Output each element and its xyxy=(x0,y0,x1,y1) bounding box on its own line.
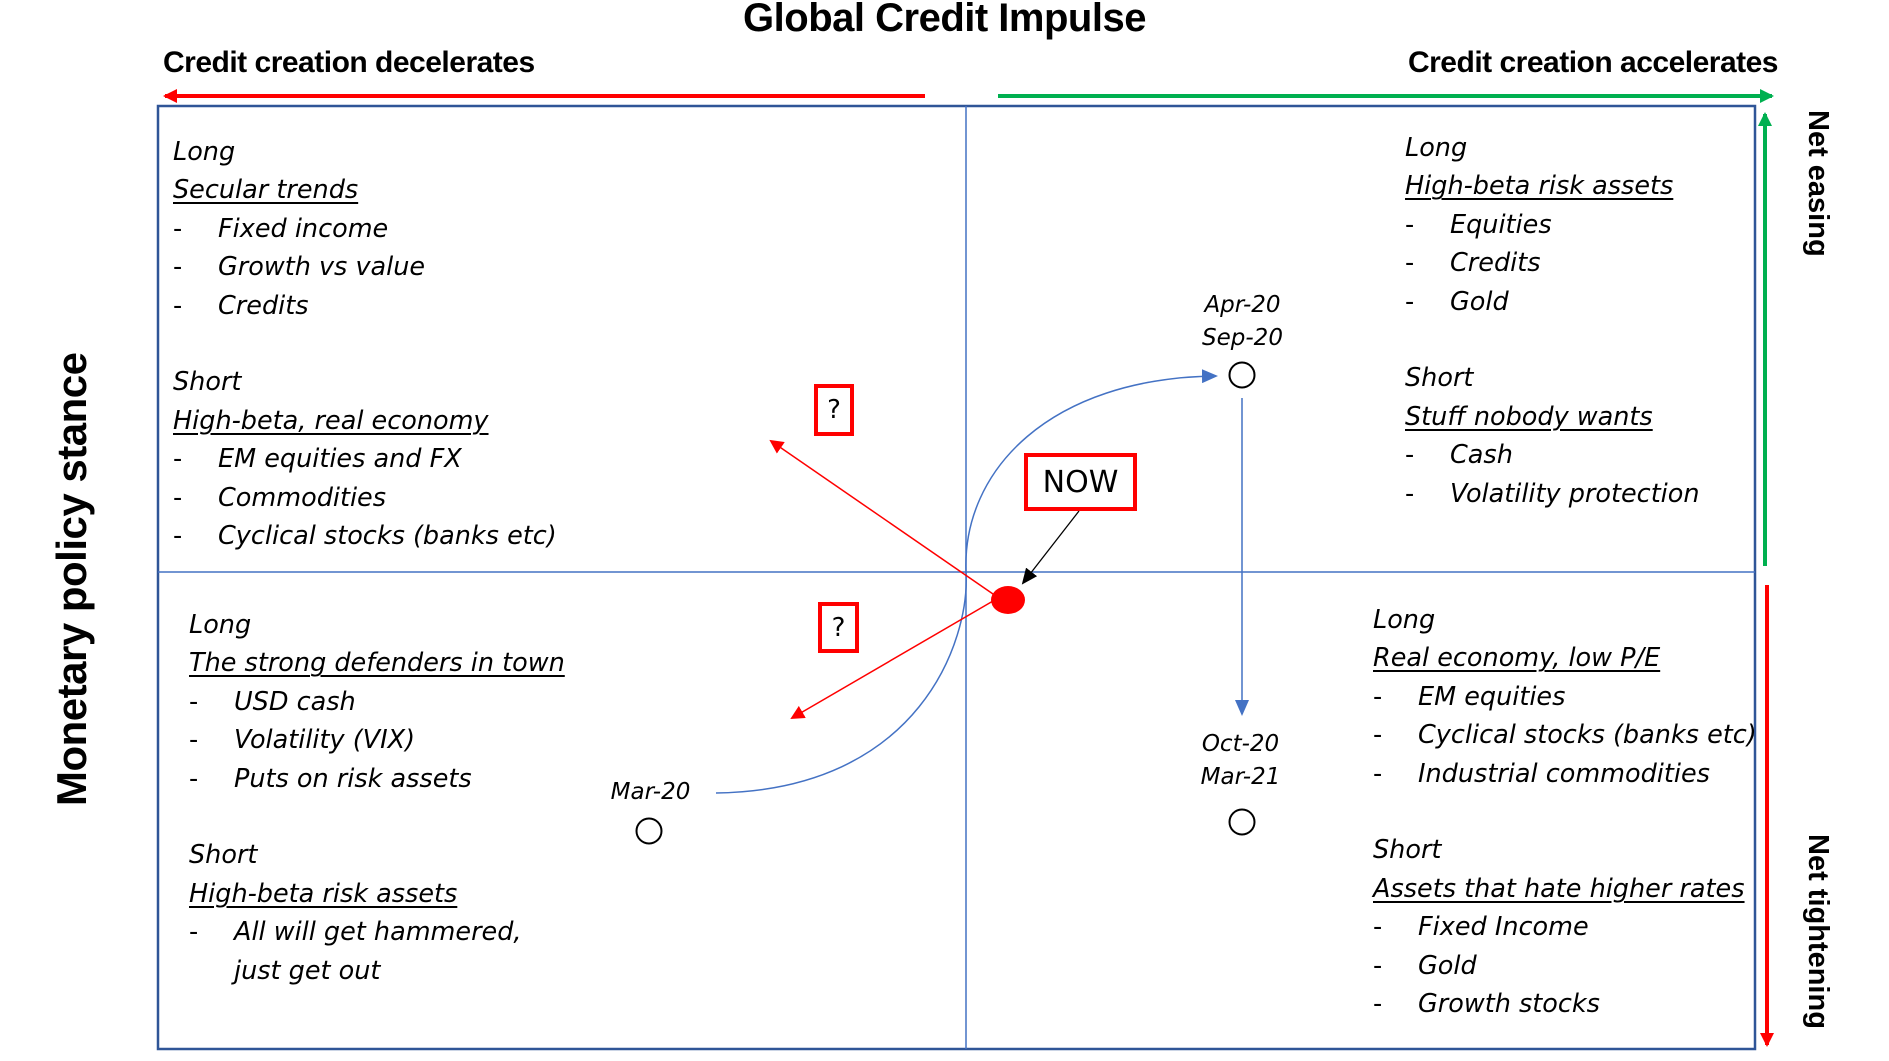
long-theme: The strong defenders in town xyxy=(189,648,565,679)
short-theme: High-beta risk assets xyxy=(189,878,458,909)
list-item: -USD cash xyxy=(189,686,356,717)
question-lower-label: ? xyxy=(831,612,846,643)
marker-oct20-mar21-circle xyxy=(1228,808,1256,836)
label-mar21: Mar-21 xyxy=(1200,764,1281,790)
list-item: -Industrial commodities xyxy=(1373,758,1710,789)
path-arc-arrow xyxy=(715,369,1218,794)
long-theme: Real economy, low P/E xyxy=(1373,643,1661,674)
long-heading: Long xyxy=(1405,133,1468,163)
question-callout-upper: ? xyxy=(814,384,854,436)
now-callout-label: NOW xyxy=(1042,464,1119,500)
diagram-title: Global Credit Impulse xyxy=(743,0,1146,40)
question-upper-label: ? xyxy=(827,395,841,425)
question-callout-lower: ? xyxy=(818,602,859,653)
marker-apr-sep20-circle xyxy=(1228,361,1256,389)
long-heading: Long xyxy=(173,137,236,167)
list-item: -All will get hammered, xyxy=(189,917,522,948)
now-pointer-arrow xyxy=(1021,510,1080,585)
label-apr20: Apr-20 xyxy=(1204,292,1281,318)
scenario-arrow-upper xyxy=(769,439,994,595)
marker-mar20-circle xyxy=(635,817,663,845)
short-theme: Stuff nobody wants xyxy=(1405,401,1653,432)
long-heading: Long xyxy=(189,610,252,640)
list-item: -Credits xyxy=(173,290,309,321)
list-item: -Fixed income xyxy=(173,213,389,244)
list-item-continuation: just get out xyxy=(234,955,381,986)
list-item: -Gold xyxy=(1373,950,1477,981)
list-item: -Volatility protection xyxy=(1405,478,1700,509)
now-marker-dot xyxy=(991,586,1025,614)
list-item: -EM equities and FX xyxy=(173,444,462,475)
list-item: -Cash xyxy=(1405,440,1513,471)
now-callout-box: NOW xyxy=(1024,453,1137,511)
list-item: -Volatility (VIX) xyxy=(189,725,416,756)
quadrant-top-right: Long High-beta risk assets -Equities -Cr… xyxy=(1405,129,1700,513)
list-item: -Commodities xyxy=(173,482,387,513)
list-item: -Gold xyxy=(1405,286,1509,317)
quadrant-bottom-left: Long The strong defenders in town -USD c… xyxy=(189,606,565,990)
list-item: -Credits xyxy=(1405,248,1541,279)
short-heading: Short xyxy=(1373,835,1442,866)
label-sep20: Sep-20 xyxy=(1202,325,1283,351)
label-oct20: Oct-20 xyxy=(1201,731,1280,757)
quadrant-frame xyxy=(156,104,1757,1051)
x-axis-right-label: Credit creation accelerates xyxy=(1407,46,1779,79)
short-theme: High-beta, real economy xyxy=(173,405,489,436)
long-theme: Secular trends xyxy=(173,175,359,206)
list-item: -EM equities xyxy=(1373,681,1566,712)
list-item: -Equities xyxy=(1405,209,1552,240)
long-heading: Long xyxy=(1373,605,1436,635)
quadrant-top-left: Long Secular trends -Fixed income -Growt… xyxy=(173,133,557,555)
short-theme: Assets that hate higher rates xyxy=(1373,873,1745,904)
marker-oct20-mar21-labels: Oct-20 Mar-21 xyxy=(1193,728,1288,794)
list-item: -Growth vs value xyxy=(173,252,426,283)
list-item: -Cyclical stocks (banks etc) xyxy=(173,520,557,551)
scenario-arrow-lower xyxy=(790,600,994,720)
list-item: -Cyclical stocks (banks etc) xyxy=(1373,720,1757,751)
list-item: -Fixed Income xyxy=(1373,912,1589,943)
marker-apr-sep20-labels: Apr-20 Sep-20 xyxy=(1195,289,1290,355)
short-heading: Short xyxy=(173,367,242,398)
label-mar20: Mar-20 xyxy=(610,779,691,805)
x-axis-left-label: Credit creation decelerates xyxy=(163,46,535,79)
quadrant-bottom-right: Long Real economy, low P/E -EM equities … xyxy=(1373,601,1757,1023)
short-heading: Short xyxy=(1405,363,1474,394)
long-theme: High-beta risk assets xyxy=(1405,171,1674,202)
marker-mar20-labels: Mar-20 xyxy=(603,776,698,809)
short-heading: Short xyxy=(189,840,258,871)
list-item: -Growth stocks xyxy=(1373,988,1600,1019)
list-item: -Puts on risk assets xyxy=(189,763,472,794)
